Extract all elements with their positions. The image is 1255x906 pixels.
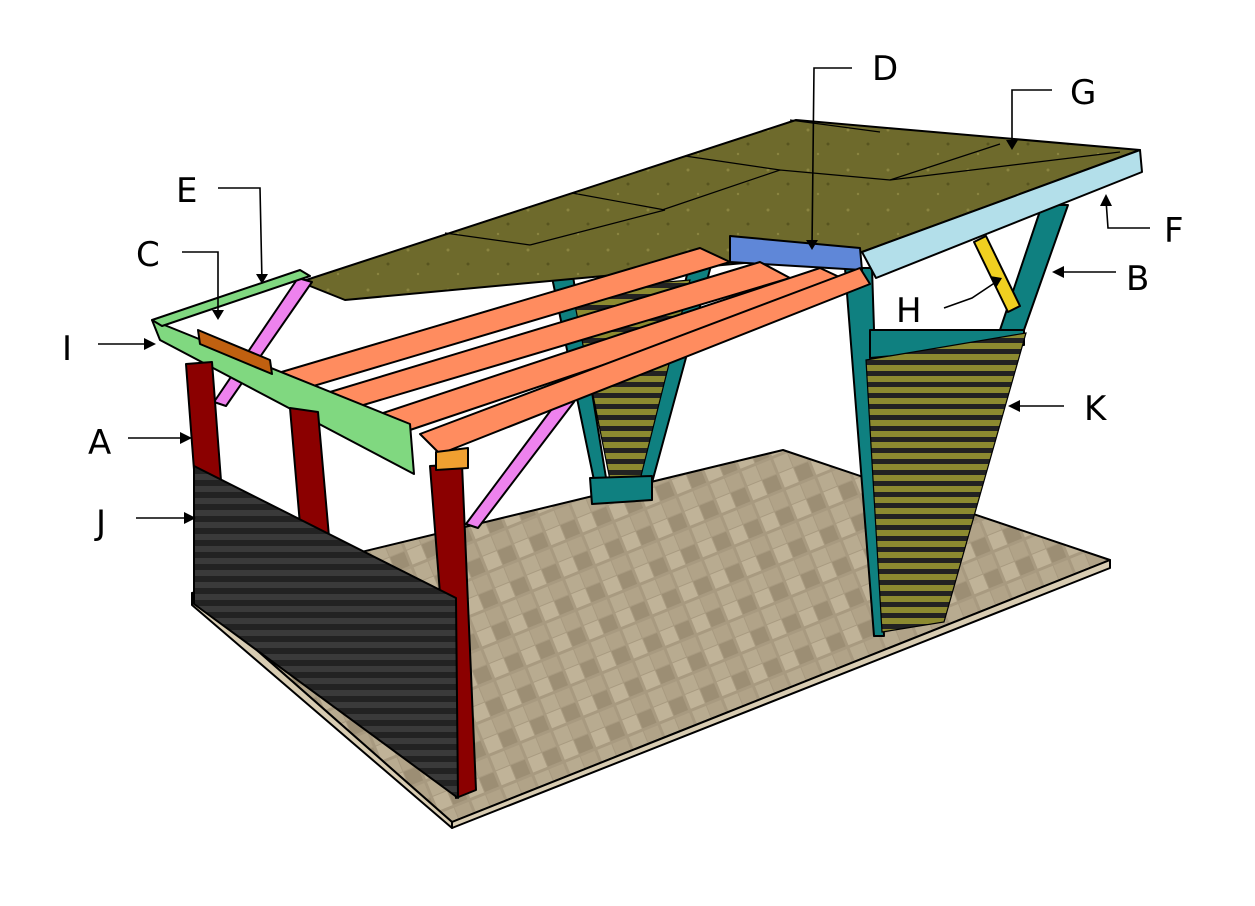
label-B: B bbox=[1126, 259, 1149, 299]
slats-K bbox=[865, 332, 1027, 633]
label-K: K bbox=[1084, 389, 1108, 429]
roof-panels-G bbox=[299, 119, 1141, 301]
label-A: A bbox=[88, 423, 111, 463]
label-J: J bbox=[94, 503, 106, 543]
label-F: F bbox=[1164, 211, 1184, 251]
label-D: D bbox=[872, 49, 898, 89]
label-I: I bbox=[62, 329, 72, 369]
label-C: C bbox=[136, 235, 160, 275]
rim-I bbox=[151, 319, 415, 475]
rim-back bbox=[151, 269, 311, 327]
callout-leaders bbox=[98, 67, 1150, 524]
header-C bbox=[197, 329, 273, 375]
fascia-F bbox=[861, 149, 1143, 279]
rafters bbox=[267, 247, 871, 455]
label-H: H bbox=[896, 291, 922, 331]
siding-J bbox=[193, 465, 459, 799]
strut-H bbox=[973, 235, 1021, 313]
label-E: E bbox=[176, 171, 197, 211]
label-G: G bbox=[1070, 73, 1096, 113]
